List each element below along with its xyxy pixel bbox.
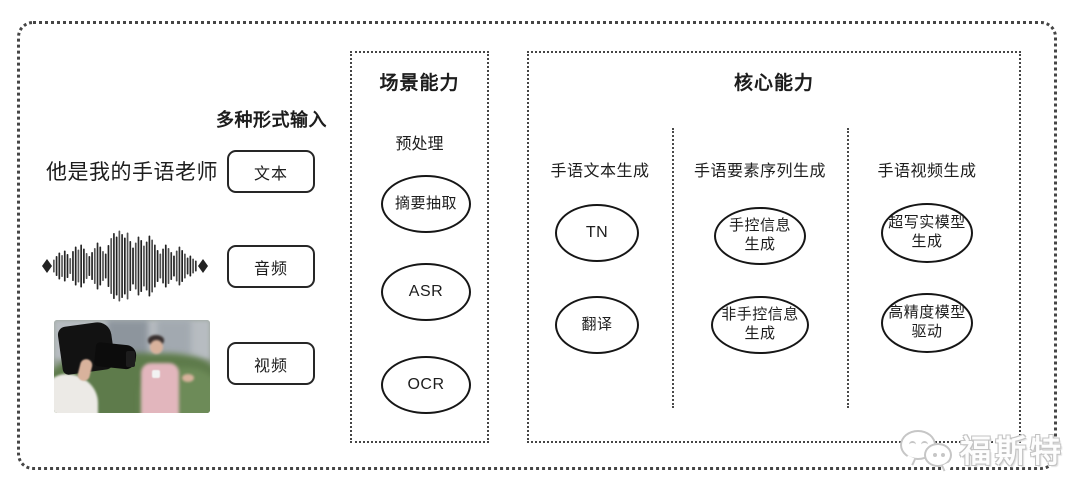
column-separator [672, 128, 674, 408]
node-non-manual-info-generation: 非手控信息 生成 [711, 296, 809, 354]
reporter-hand [181, 373, 194, 382]
reporter-head [149, 339, 163, 354]
camera-lens-end [125, 350, 135, 367]
outer-dotted-frame [17, 21, 1057, 470]
node-asr: ASR [381, 263, 471, 321]
node-translation: 翻译 [555, 296, 639, 354]
wechat-icon [898, 427, 956, 471]
input-section-title: 多种形式输入 [216, 110, 327, 130]
core-capability-panel [527, 51, 1021, 443]
node-high-precision-model-driving: 高精度模型 驱动 [881, 293, 973, 353]
input-box-text-label: 文本 [253, 165, 288, 183]
input-box-text: 文本 [227, 150, 315, 193]
node-tn: TN [555, 204, 639, 262]
node-manual-info-generation: 手控信息 生成 [714, 207, 806, 265]
column-label-sign-element-sequence-generation: 手语要素序列生成 [693, 163, 826, 180]
microphone-icon [152, 370, 161, 379]
input-box-video: 视频 [227, 342, 315, 385]
node-summary-extraction: 摘要抽取 [381, 175, 471, 233]
video-thumbnail [54, 320, 210, 413]
scene-panel-title: 场景能力 [379, 73, 460, 94]
sample-sentence: 他是我的手语老师 [46, 161, 218, 184]
column-label-sign-text-generation: 手语文本生成 [550, 163, 650, 180]
column-separator [847, 128, 849, 408]
audio-waveform-icon [42, 230, 208, 302]
input-box-video-label: 视频 [253, 357, 288, 375]
input-box-audio-label: 音频 [253, 260, 288, 278]
reporter-figure [141, 362, 179, 413]
core-panel-title: 核心能力 [733, 73, 814, 94]
preprocess-label: 预处理 [395, 136, 444, 153]
node-hyperrealistic-model-generation: 超写实模型 生成 [881, 203, 973, 263]
node-ocr: OCR [381, 356, 471, 414]
watermark: 福斯特 [898, 426, 1065, 471]
input-box-audio: 音频 [227, 245, 315, 288]
column-label-sign-video-generation: 手语视频生成 [877, 163, 977, 180]
scene-capability-panel [350, 51, 489, 443]
watermark-text: 福斯特 [960, 434, 1065, 469]
